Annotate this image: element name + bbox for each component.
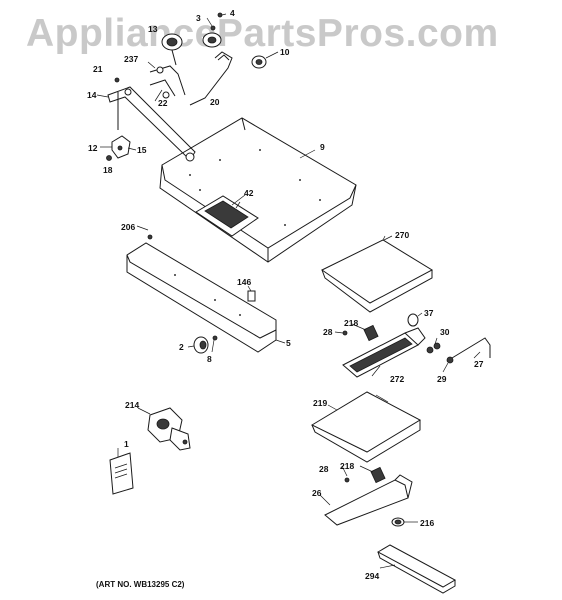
part-20-tube bbox=[189, 51, 233, 106]
callout-30: 30 bbox=[440, 327, 450, 337]
part-5-manifold-panel bbox=[126, 234, 286, 353]
callout-20: 20 bbox=[210, 97, 220, 107]
callout-214: 214 bbox=[125, 400, 139, 410]
part-13-valve bbox=[161, 33, 183, 66]
part-237-orifice bbox=[114, 61, 186, 102]
callout-1: 1 bbox=[124, 439, 129, 449]
callout-10: 10 bbox=[280, 47, 290, 57]
part-146-clip bbox=[247, 285, 256, 302]
callout-22: 22 bbox=[158, 98, 168, 108]
callout-3: 3 bbox=[196, 13, 201, 23]
part-1-manual bbox=[109, 448, 134, 495]
callout-26: 26 bbox=[312, 488, 322, 498]
part-3-4-valve bbox=[202, 12, 227, 48]
callout-2: 2 bbox=[179, 342, 184, 352]
callout-27: 27 bbox=[474, 359, 484, 369]
callout-14: 14 bbox=[87, 90, 97, 100]
callout-18: 18 bbox=[103, 165, 113, 175]
callout-218a: 218 bbox=[344, 318, 358, 328]
part-14-manifold bbox=[96, 86, 196, 162]
part-2-knob bbox=[187, 335, 218, 354]
part-37-cap bbox=[407, 312, 423, 327]
callout-218b: 218 bbox=[340, 461, 354, 471]
callout-12: 12 bbox=[88, 143, 98, 153]
callout-270: 270 bbox=[395, 230, 409, 240]
part-42-plate bbox=[195, 195, 259, 237]
part-272-burner bbox=[342, 327, 426, 378]
callout-28a: 28 bbox=[323, 327, 333, 337]
callout-15: 15 bbox=[137, 145, 147, 155]
art-number: (ART NO. WB13295 C2) bbox=[96, 580, 185, 589]
part-219-shield bbox=[310, 391, 422, 463]
callout-13: 13 bbox=[148, 24, 158, 34]
callout-237: 237 bbox=[124, 54, 138, 64]
part-12-15-bracket bbox=[100, 135, 137, 161]
part-294-tray bbox=[376, 544, 457, 594]
callout-28b: 28 bbox=[319, 464, 329, 474]
part-10-cap bbox=[251, 51, 279, 69]
part-270-shield bbox=[321, 235, 434, 313]
watermark: AppliancePartsPros.com bbox=[26, 12, 499, 55]
part-26-burner bbox=[319, 474, 413, 526]
callout-219: 219 bbox=[313, 398, 327, 408]
part-216-orifice bbox=[391, 517, 418, 527]
callout-21: 21 bbox=[93, 64, 103, 74]
part-9-burner-box bbox=[159, 117, 357, 263]
callout-216: 216 bbox=[420, 518, 434, 528]
callout-9: 9 bbox=[320, 142, 325, 152]
callout-42: 42 bbox=[244, 188, 254, 198]
part-30-27-29-gas-line bbox=[426, 337, 491, 373]
callout-37: 37 bbox=[424, 308, 434, 318]
callout-8: 8 bbox=[207, 354, 212, 364]
part-218-igniter-lower bbox=[344, 465, 386, 484]
callout-272: 272 bbox=[390, 374, 404, 384]
callout-5: 5 bbox=[286, 338, 291, 348]
callout-294: 294 bbox=[365, 571, 379, 581]
part-214-valve-assembly bbox=[137, 407, 191, 451]
callout-146: 146 bbox=[237, 277, 251, 287]
callout-4: 4 bbox=[230, 8, 235, 18]
callout-29: 29 bbox=[437, 374, 447, 384]
part-218-igniter-upper bbox=[334, 323, 379, 342]
callout-206: 206 bbox=[121, 222, 135, 232]
